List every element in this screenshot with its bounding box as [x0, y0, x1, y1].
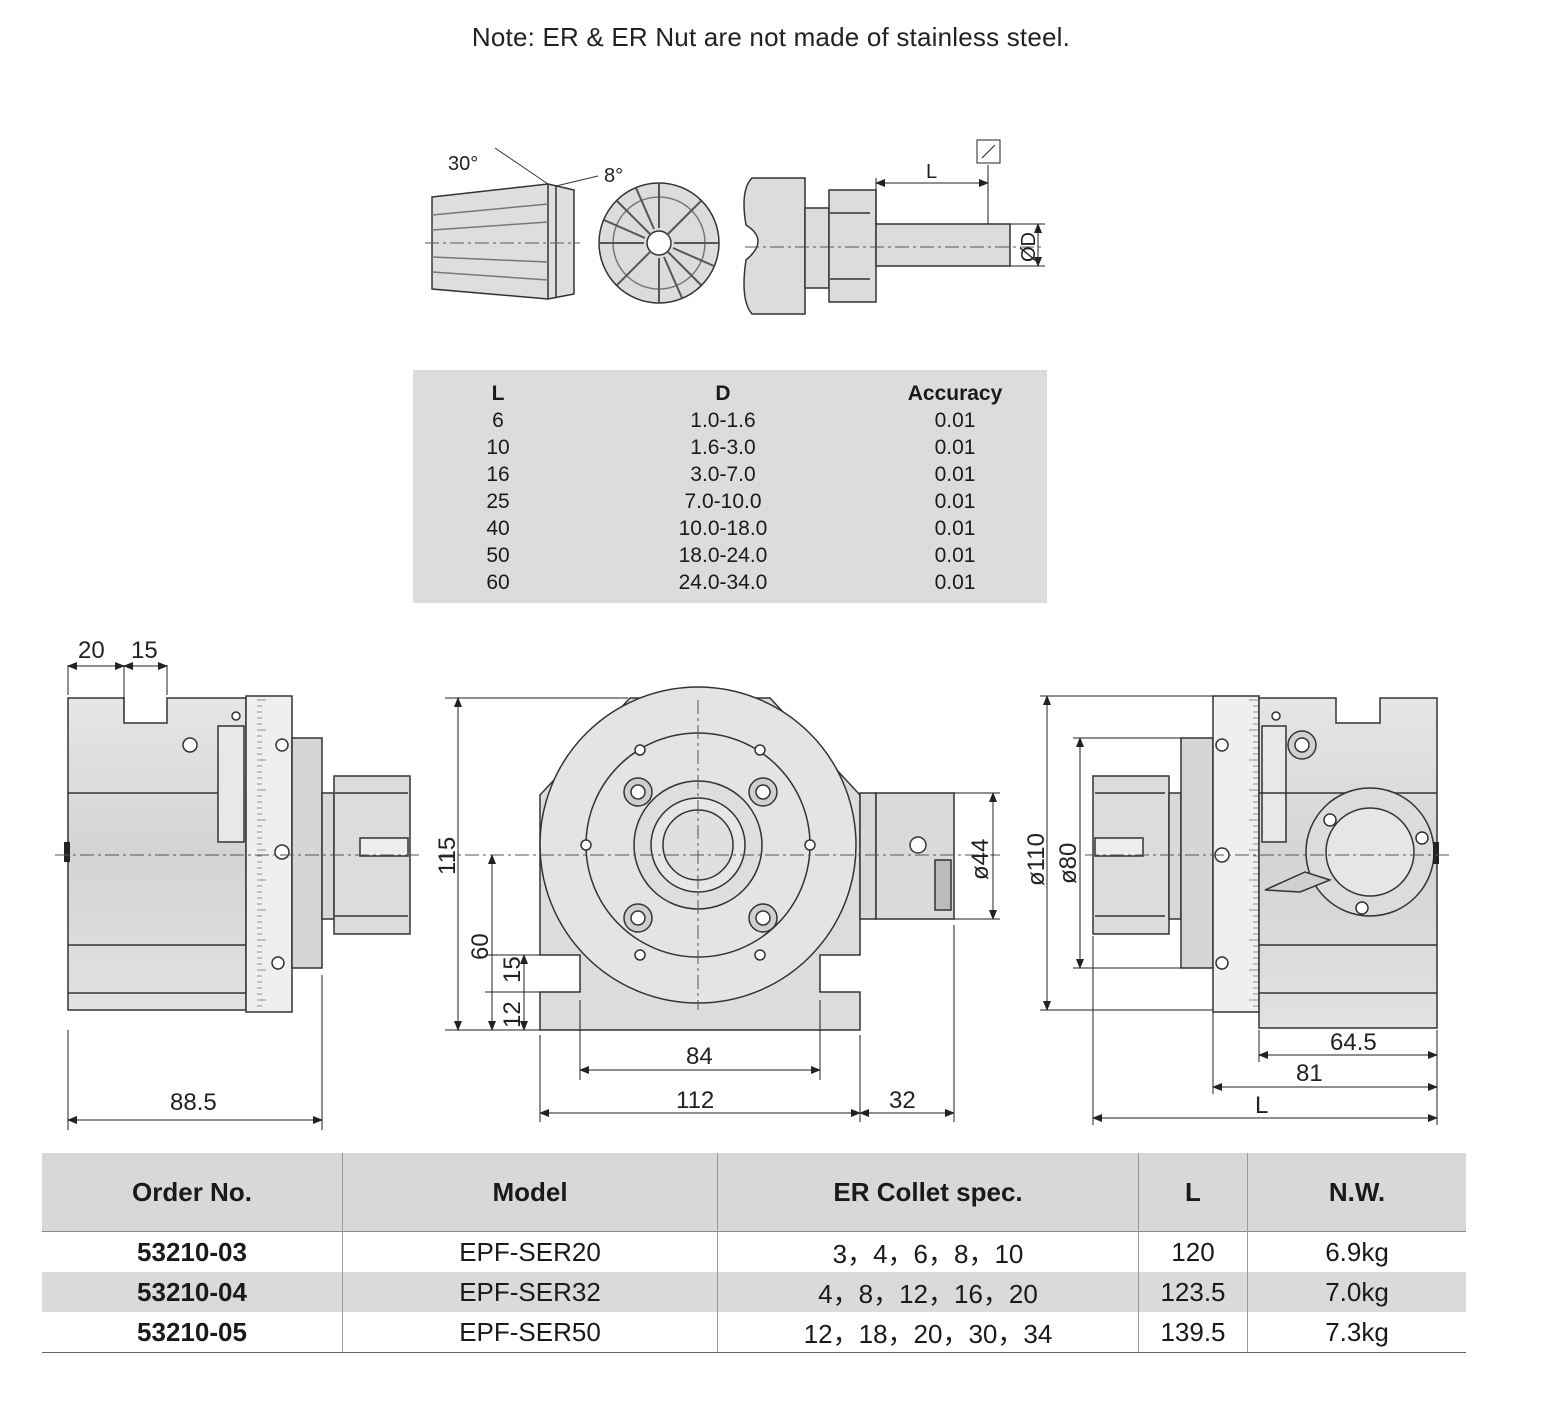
cell: 6 — [492, 409, 504, 432]
dim-110-label: ø110 — [1023, 833, 1050, 886]
header-order-no: Order No. — [42, 1153, 343, 1232]
dim-20-label: 20 — [78, 637, 105, 664]
cell: 3.0-7.0 — [690, 463, 756, 486]
dim-115-label: 115 — [434, 837, 461, 875]
header-L: L — [1138, 1153, 1248, 1232]
collet-front-view — [598, 182, 720, 304]
table-row: 60 24.0-34.0 0.01 — [413, 569, 1047, 596]
header-er-collet-spec: ER Collet spec. — [717, 1153, 1139, 1232]
cell-nw: 6.9kg — [1325, 1236, 1389, 1267]
cell: 24.0-34.0 — [678, 571, 768, 594]
front-view — [539, 686, 955, 1031]
left-scale-ticks — [257, 699, 266, 1007]
accuracy-header-L: L — [491, 382, 505, 405]
header-model: Model — [342, 1153, 718, 1232]
spec-header-row: Order No. Model ER Collet spec. L N.W. — [42, 1153, 1466, 1232]
cell: 40 — [486, 517, 510, 540]
dim-64-5-label: 64.5 — [1330, 1029, 1377, 1056]
right-scale-ticks — [1249, 699, 1258, 1007]
dim-88-5-label: 88.5 — [170, 1089, 217, 1116]
cell: 0.01 — [934, 409, 976, 432]
dim-D-label: ØD — [1018, 232, 1040, 262]
cell-order-no: 53210-04 — [42, 1272, 343, 1312]
dim-81-label: 81 — [1296, 1060, 1323, 1087]
dim-112-label: 112 — [676, 1087, 714, 1114]
dim-L-label: L — [926, 161, 937, 183]
table-row: 53210-04 EPF-SER32 4，8，12，16，20 123.5 7.… — [42, 1272, 1466, 1312]
right-side-view — [1092, 695, 1439, 1029]
dim-15-label: 15 — [131, 637, 158, 664]
cell-nw: 7.3kg — [1247, 1312, 1466, 1353]
cell: 25 — [486, 490, 510, 513]
dim-L-right-label: L — [1255, 1092, 1268, 1119]
angle-30-label: 30° — [448, 153, 478, 175]
cell-collet-spec: 12，18，20，30，34 — [717, 1312, 1139, 1353]
cell-order-no: 53210-05 — [42, 1312, 343, 1353]
dim-84-label: 84 — [686, 1043, 713, 1070]
cell-model: EPF-SER50 — [342, 1312, 718, 1353]
cell-model: EPF-SER32 — [342, 1272, 718, 1312]
cell: 0.01 — [934, 463, 976, 486]
dim-80-label: ø80 — [1055, 843, 1082, 884]
cell: 10.0-18.0 — [678, 517, 768, 540]
header-nw: N.W. — [1247, 1153, 1466, 1232]
cell-model: EPF-SER20 — [342, 1231, 718, 1272]
angle-8-label: 8° — [604, 165, 623, 187]
table-row: 40 10.0-18.0 0.01 — [413, 515, 1047, 542]
dim-44-label: ø44 — [967, 839, 994, 880]
table-row: 10 1.6-3.0 0.01 — [413, 434, 1047, 461]
table-row: 6 1.0-1.6 0.01 — [413, 407, 1047, 434]
cell-L: 120 — [1138, 1231, 1248, 1272]
cell: 1.6-3.0 — [690, 436, 756, 459]
cell-L: 123.5 — [1138, 1272, 1248, 1312]
dim-32-label: 32 — [889, 1087, 916, 1114]
cell-collet-spec: 4，8，12，16，20 — [717, 1272, 1139, 1312]
cell: 60 — [486, 571, 510, 594]
cell: 0.01 — [934, 436, 976, 459]
holder-view — [743, 177, 1045, 315]
table-row: 25 7.0-10.0 0.01 — [413, 488, 1047, 515]
table-row: 53210-03 EPF-SER20 3，4，6，8，10 120 6.9kg — [42, 1231, 1466, 1272]
cell: 18.0-24.0 — [678, 544, 768, 567]
cell-L: 139.5 — [1138, 1312, 1248, 1353]
cell-nw: 7.0kg — [1247, 1272, 1466, 1312]
table-row: 53210-05 EPF-SER50 12，18，20，30，34 139.5 … — [42, 1312, 1466, 1353]
cell: 0.01 — [934, 517, 976, 540]
cell-order-no: 53210-03 — [42, 1231, 343, 1272]
left-side-view — [64, 695, 411, 1013]
collet-side-view — [425, 147, 599, 300]
cell: 0.01 — [934, 490, 976, 513]
cell: 1.0-1.6 — [690, 409, 756, 432]
table-row: 50 18.0-24.0 0.01 — [413, 542, 1047, 569]
cell: 50 — [486, 544, 510, 567]
dim-15b-label: 15 — [499, 956, 526, 983]
table-row: 16 3.0-7.0 0.01 — [413, 461, 1047, 488]
accuracy-header-D: D — [715, 382, 731, 405]
spec-table: Order No. Model ER Collet spec. L N.W. 5… — [42, 1153, 1466, 1353]
accuracy-header-accuracy: Accuracy — [907, 382, 1003, 405]
cell-collet-spec: 3，4，6，8，10 — [717, 1231, 1139, 1272]
note-text: Note: ER & ER Nut are not made of stainl… — [471, 22, 1071, 52]
cell: 10 — [486, 436, 510, 459]
cell: 0.01 — [934, 544, 976, 567]
cell: 7.0-10.0 — [684, 490, 762, 513]
cell: 16 — [486, 463, 510, 486]
dim-60-label: 60 — [467, 933, 494, 960]
dim-12-label: 12 — [499, 1001, 526, 1028]
cell: 0.01 — [934, 571, 976, 594]
accuracy-header-row: L D Accuracy — [413, 380, 1047, 407]
